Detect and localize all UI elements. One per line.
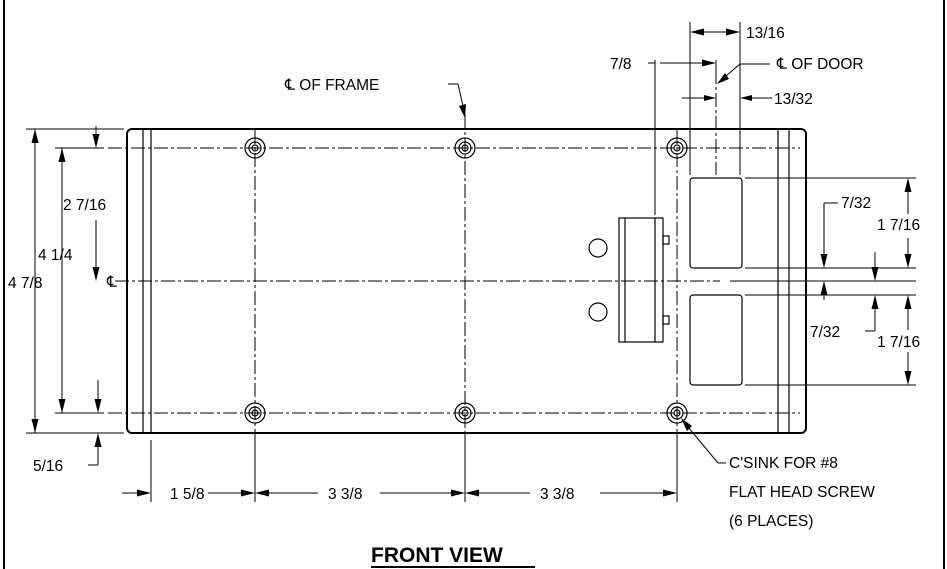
dim-window-offset-top-label: 7/32 <box>841 195 871 212</box>
latch-block <box>618 217 670 343</box>
dim-hole-to-door-cl-label: 7/8 <box>610 56 632 73</box>
dim-left-edge-to-hole <box>122 489 255 497</box>
dim-bottom-edge-to-hole-label: 5/16 <box>33 458 63 475</box>
small-hole-upper <box>588 238 608 258</box>
dim-hole-spacing-1 <box>255 489 465 497</box>
dim-hole-to-door-cl <box>648 59 717 215</box>
cl-door-leader <box>717 63 770 84</box>
countersink-hole <box>454 137 476 159</box>
dim-window-offset-bottom <box>820 281 879 332</box>
dim-center-to-hole <box>92 126 100 281</box>
dim-center-to-hole-label: 2 7/16 <box>63 197 106 214</box>
window-extension-lines <box>730 177 916 386</box>
countersink-hole <box>666 402 688 424</box>
dim-left-edge-to-hole-label: 1 5/8 <box>170 486 204 503</box>
countersink-hole <box>244 402 266 424</box>
cl-frame-leader <box>448 83 466 118</box>
dim-door-cl-to-window-label: 13/16 <box>746 25 785 42</box>
dim-window-height-bottom <box>904 295 912 385</box>
view-title: FRONT VIEW <box>371 544 503 567</box>
dim-overall-height <box>8 128 124 434</box>
countersink-note-line-1: C'SINK FOR #8 <box>729 455 838 472</box>
countersink-note-line-3: (6 PLACES) <box>729 513 813 530</box>
countersink-note-line-2: FLAT HEAD SCREW <box>729 484 875 501</box>
cl-door-label: ℄ OF DOOR <box>776 56 864 73</box>
dim-overall-height-label: 4 7/8 <box>8 275 42 292</box>
countersink-hole <box>666 137 688 159</box>
dim-window-offset-top <box>820 202 879 281</box>
window-bottom <box>689 294 743 386</box>
countersink-note: C'SINK FOR #8 FLAT HEAD SCREW (6 PLACES) <box>729 455 879 530</box>
countersink-leader <box>681 418 726 464</box>
dim-hole-spacing-vertical-label: 4 1/4 <box>38 247 73 264</box>
cl-frame-label: ℄ OF FRAME <box>284 77 379 94</box>
small-hole-lower <box>588 302 608 322</box>
dim-window-height-bottom-label: 1 7/16 <box>877 334 920 351</box>
dim-window-height-top <box>904 178 912 268</box>
countersink-hole <box>244 137 266 159</box>
dim-door-cl-offset-label: 13/32 <box>774 91 813 108</box>
centerline-symbol: ℄ <box>106 274 118 291</box>
dim-hole-spacing-2 <box>465 489 677 497</box>
dim-bottom-edge-to-hole <box>88 380 102 466</box>
dim-hole-spacing-1-label: 3 3/8 <box>328 486 362 503</box>
window-top <box>689 177 743 269</box>
dim-hole-spacing-vertical <box>55 147 104 414</box>
dim-door-cl-offset <box>682 95 772 101</box>
countersink-hole <box>454 402 476 424</box>
dim-hole-spacing-2-label: 3 3/8 <box>540 486 574 503</box>
dim-window-offset-bottom-label: 7/32 <box>810 324 840 341</box>
dim-window-height-top-label: 1 7/16 <box>877 217 920 234</box>
